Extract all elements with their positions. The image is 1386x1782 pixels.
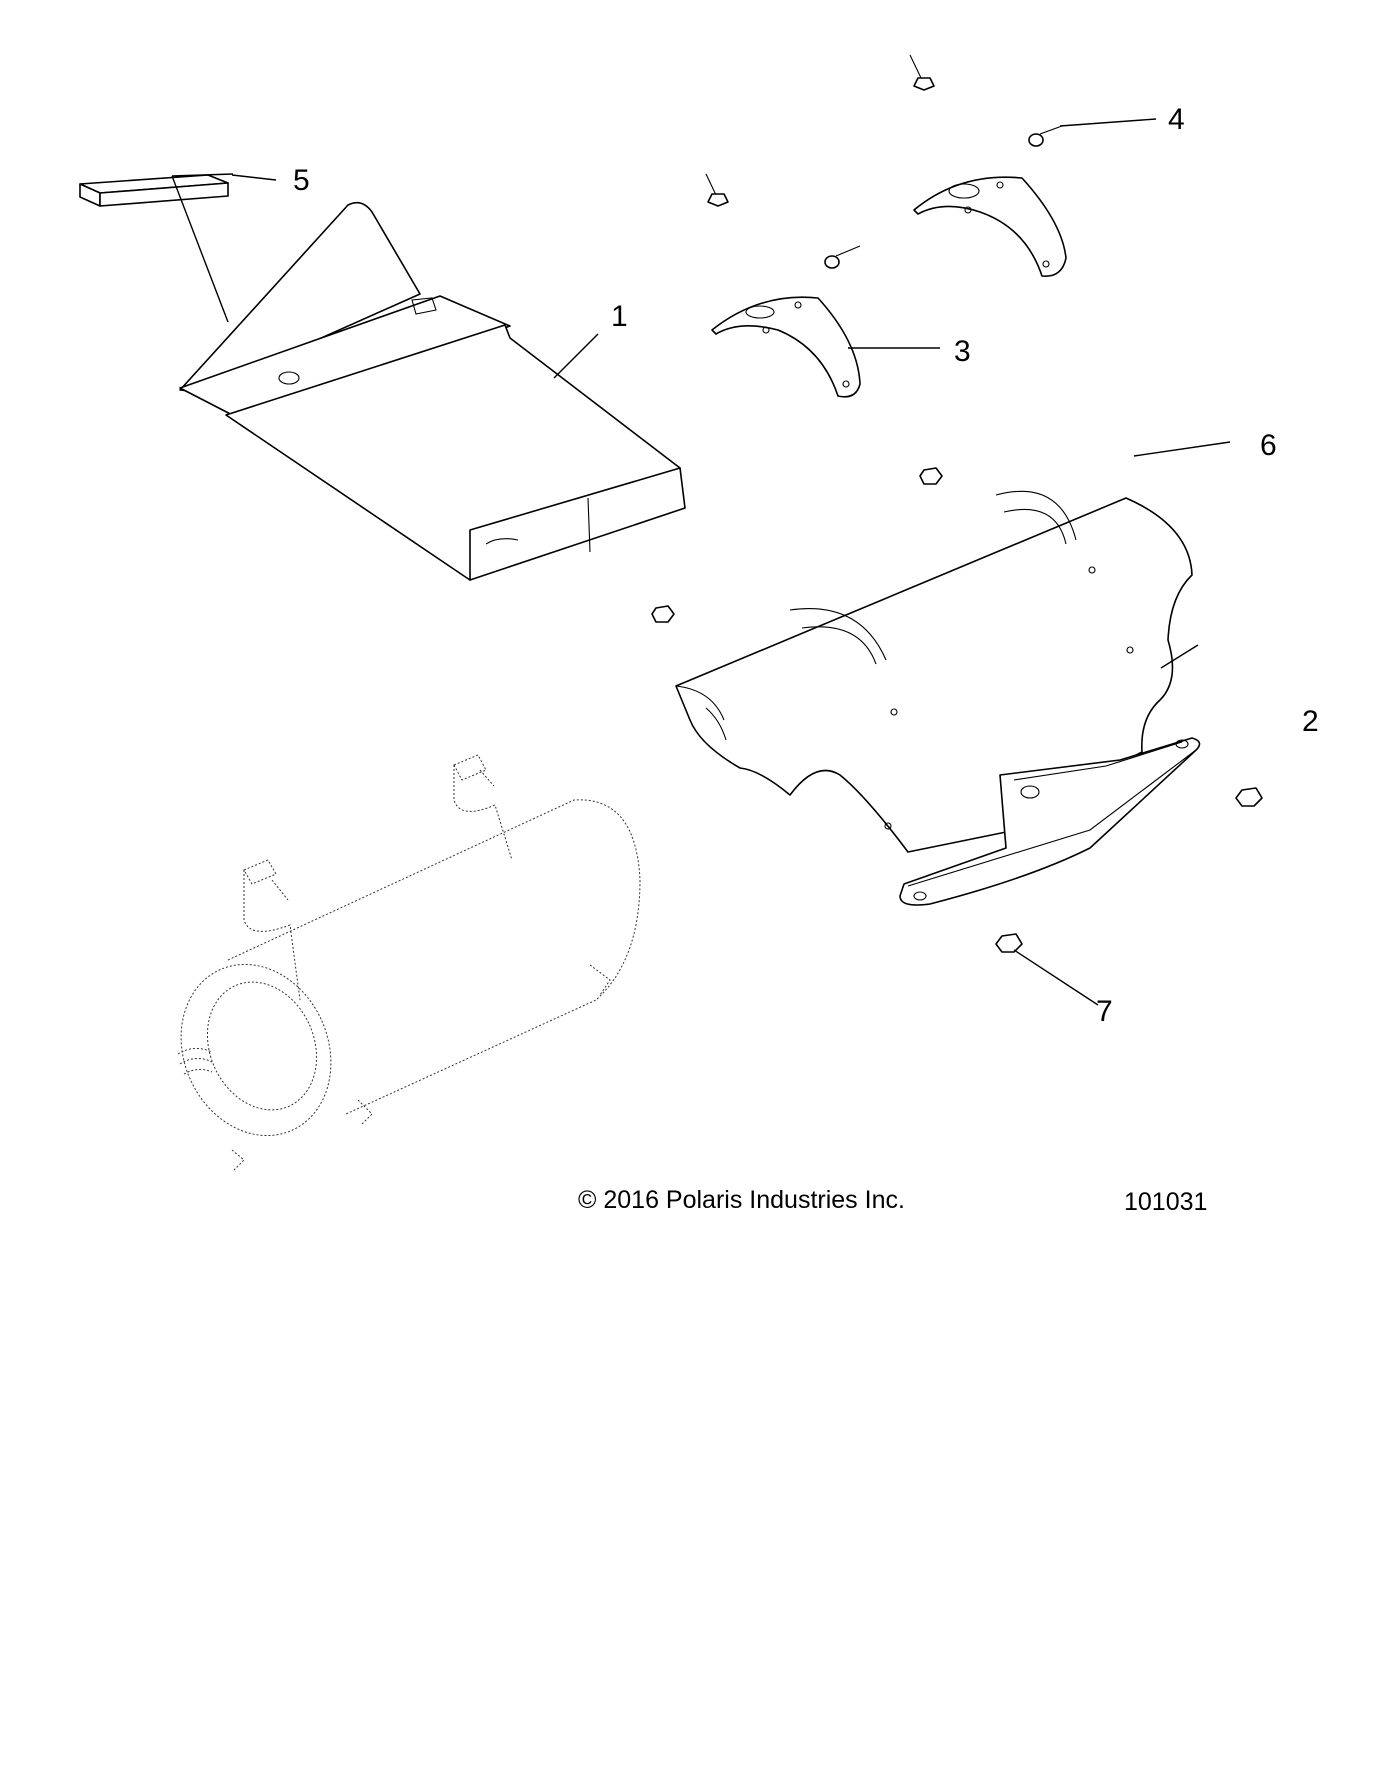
muffler-reference <box>177 754 641 1171</box>
bolt-left[interactable] <box>705 173 729 207</box>
pin-part-4[interactable] <box>1028 125 1063 147</box>
nut-upper[interactable] <box>919 467 943 485</box>
bolt-right[interactable] <box>1235 787 1263 807</box>
pin-middle[interactable] <box>824 245 861 269</box>
leader-lines <box>171 118 1231 1006</box>
part-5-foam-strip[interactable] <box>79 174 229 207</box>
drawing-number: 101031 <box>1124 1188 1208 1216</box>
part-2-mounting-bracket[interactable] <box>899 737 1201 906</box>
callout-1: 1 <box>611 300 628 333</box>
part-7-bolt[interactable] <box>995 933 1023 953</box>
callout-4: 4 <box>1168 103 1185 136</box>
callout-5: 5 <box>293 164 310 197</box>
bolt-top[interactable] <box>909 54 935 91</box>
nut-left[interactable] <box>651 605 675 623</box>
part-1-heat-shield[interactable] <box>179 201 686 581</box>
hardware-fasteners <box>651 54 1263 953</box>
callout-2: 2 <box>1302 705 1319 738</box>
callout-7: 7 <box>1096 995 1113 1028</box>
part-3-small-shield-rear[interactable] <box>913 176 1067 277</box>
callout-6: 6 <box>1260 429 1277 462</box>
copyright-notice: © 2016 Polaris Industries Inc. <box>578 1186 905 1214</box>
callout-3: 3 <box>954 335 971 368</box>
part-3-small-shield-front[interactable] <box>711 296 861 398</box>
callout-labels: 1 2 3 4 5 6 7 <box>293 103 1319 1028</box>
